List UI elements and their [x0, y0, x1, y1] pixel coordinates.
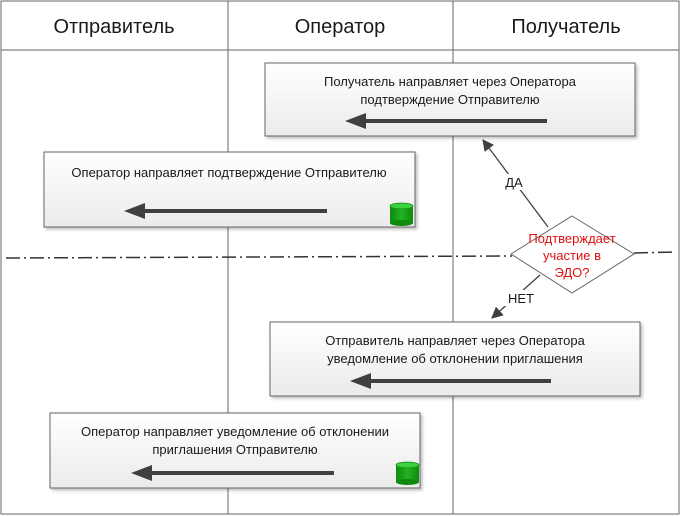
- step-box-3-line-2: уведомление об отклонении приглашения: [327, 351, 583, 366]
- step-box-3-line-1: Отправитель направляет через Оператора: [325, 333, 585, 348]
- step-box-1-arrow-head: [345, 113, 366, 129]
- step-box-3-arrow-head: [350, 373, 371, 389]
- step-box-4-line-2: приглашения Отправителю: [152, 442, 317, 457]
- decision-line-1: Подтверждает: [528, 231, 615, 246]
- step-box-4: Оператор направляет уведомление об откло…: [49, 412, 421, 489]
- step-box-2: Оператор направляет подтверждение Отправ…: [43, 151, 416, 228]
- step-box-1: Получатель направляет через Оператора по…: [264, 62, 636, 137]
- step-box-1-line-1: Получатель направляет через Оператора: [324, 74, 577, 89]
- edge-yes-label: ДА: [505, 175, 523, 190]
- step-box-2-line-1: Оператор направляет подтверждение Отправ…: [71, 165, 386, 180]
- decision-node: Подтверждает участие в ЭДО?: [510, 215, 635, 294]
- phase-separator-right: [633, 251, 677, 254]
- lane-title-recipient: Получатель: [511, 16, 620, 38]
- lane-title-operator: Оператор: [295, 16, 386, 38]
- edge-no-label-bg: [504, 290, 534, 306]
- database-icon: [389, 202, 414, 226]
- database-icon: [395, 461, 420, 485]
- step-box-4-arrow-head: [131, 465, 152, 481]
- phase-separator-left: [5, 255, 513, 259]
- step-box-2-arrow-head: [124, 203, 145, 219]
- decision-line-3: ЭДО?: [554, 265, 589, 280]
- lane-title-sender: Отправитель: [53, 16, 174, 38]
- step-box-1-line-2: подтверждение Отправителю: [360, 92, 539, 107]
- step-box-4-line-1: Оператор направляет уведомление об откло…: [81, 424, 389, 439]
- step-box-3: Отправитель направляет через Оператора у…: [269, 321, 641, 397]
- edge-no-label: НЕТ: [508, 291, 534, 306]
- decision-line-2: участие в: [543, 248, 601, 263]
- edge-yes-label-bg: [503, 174, 525, 190]
